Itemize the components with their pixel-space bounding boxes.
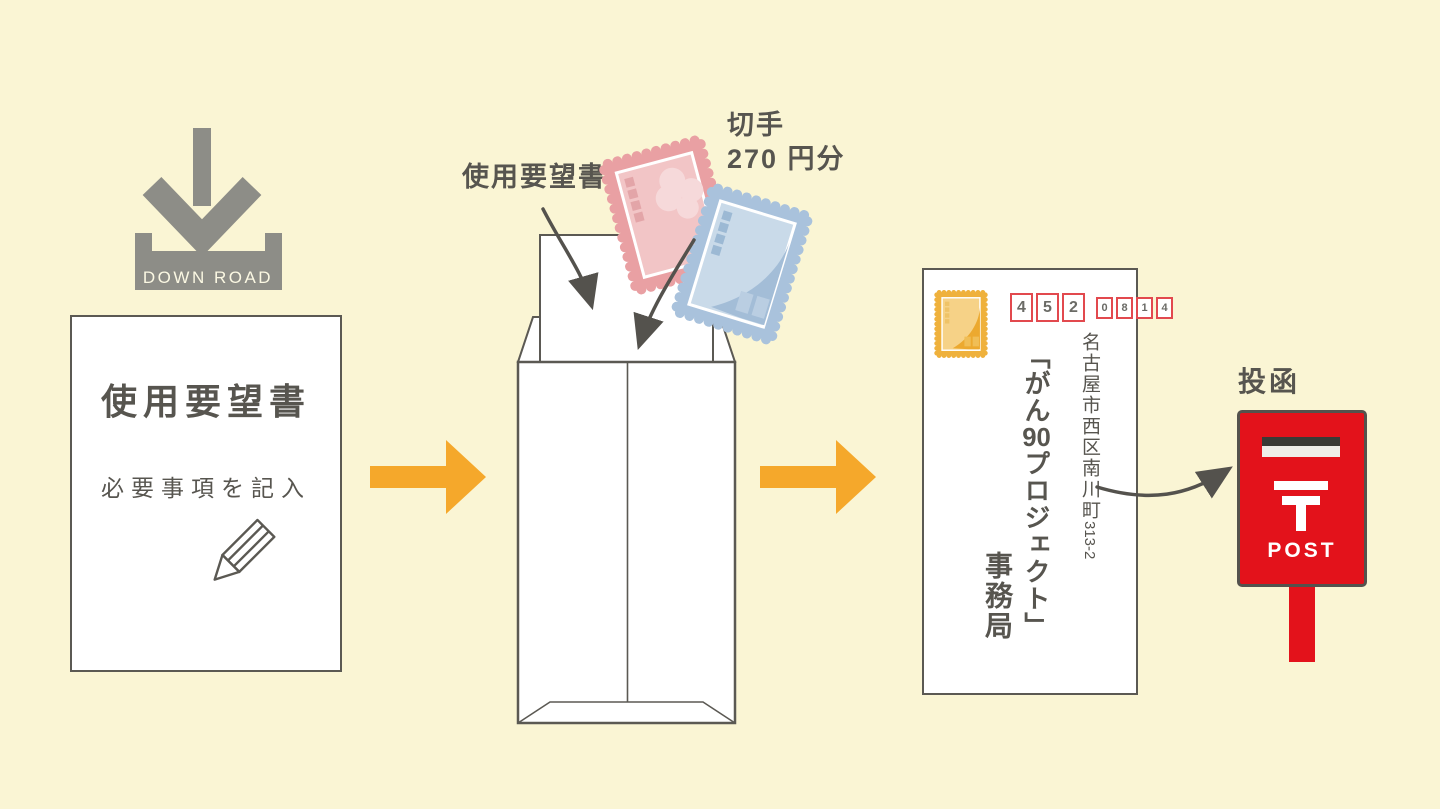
download-tray [135,233,282,290]
address-text: 名古屋市西区南川町 [1079,332,1100,521]
download-tray-icon: DOWN ROAD [135,128,282,290]
recipient-number: 90 [1022,424,1051,450]
postal-code-digit: 2 [1062,293,1085,322]
postal-code-digit: 4 [1156,296,1173,319]
envelope-body [516,360,737,725]
download-label: DOWN ROAD [143,268,273,287]
form-title: 使用要望書 [100,381,311,422]
postal-code-digit: 0 [1096,296,1113,319]
postal-code-digit: 4 [1010,293,1033,322]
postal-code-digit: 1 [1136,296,1153,319]
stamp-orange-icon [934,290,988,358]
pencil-icon [213,518,276,581]
paper-label: 使用要望書 [462,162,607,192]
address-number: 313-2 [1081,521,1098,560]
postbox-text: POST [1267,539,1337,562]
form-note: 必要事項を記入 [101,475,311,501]
envelope-left-flap [516,316,541,363]
postbox-slot-lip [1262,446,1340,457]
postal-code-digit: 8 [1116,296,1133,319]
request-form-document: 使用要望書 必要事項を記入 [70,315,342,672]
postbox-icon: POST [1237,410,1367,587]
postal-code-boxes: 4 5 2 0 8 1 4 [1010,293,1173,322]
flow-arrow-1 [370,440,486,514]
download-arrow-head [142,176,262,257]
address-column: 名古屋市西区南川町313-2 [1076,332,1103,559]
stamps-label: 切手 270 円分 [727,109,846,177]
stamps-label-line1: 切手 [727,110,785,140]
postbox-pole [1289,584,1315,662]
postbox-slot [1262,437,1340,446]
envelope-bottom-flap [517,701,736,724]
download-arrow-stem [193,128,211,206]
postbox-label: 投函 [1238,366,1301,397]
stamps-label-line2: 270 円分 [727,143,846,174]
recipient-post: プロジェクト」 [1021,450,1051,639]
flow-arrow-2 [760,440,876,514]
recipient-org: 事務局 [982,551,1013,641]
recipient-column: 「がん90プロジェクト」 [1018,343,1055,639]
addressed-envelope: 4 5 2 0 8 1 4 名古屋市西区南川町313-2 「がん90プロジェクト… [922,268,1173,695]
recipient-pre: 「がん [1021,343,1051,424]
postal-code-digit: 5 [1036,293,1059,322]
postal-mark-icon [1296,496,1306,531]
envelope-back-icon [516,234,737,725]
stamp-blue-icon [671,183,813,345]
postal-mark-icon [1274,481,1328,490]
